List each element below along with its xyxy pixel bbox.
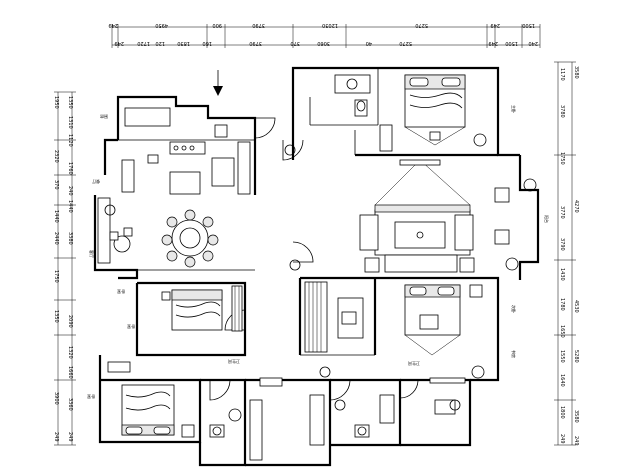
room-label-1: 厨房 bbox=[100, 114, 108, 120]
room-label-2: 主卧 bbox=[511, 105, 517, 113]
dim-top-inner-12: 1500 bbox=[505, 40, 518, 46]
dim-right-inner-6: 1430 bbox=[559, 268, 565, 281]
room-label-9: 卫生间 bbox=[228, 359, 240, 365]
living-room-furniture bbox=[359, 159, 475, 273]
kitchen-furniture bbox=[121, 107, 251, 195]
dim-top-1: 249 bbox=[108, 22, 118, 28]
dim-right-6: 249 bbox=[573, 436, 579, 446]
bedroom-bottom-furniture bbox=[107, 361, 195, 438]
bedroom-right-furniture bbox=[404, 284, 485, 384]
doors bbox=[209, 117, 419, 401]
dim-top-4: 3790 bbox=[252, 22, 265, 28]
dim-left-9: 249 bbox=[53, 432, 59, 442]
dim-right-4: 5280 bbox=[573, 350, 579, 363]
dim-right-inner-11: 1800 bbox=[559, 406, 565, 419]
dim-top-3: 900 bbox=[212, 22, 222, 28]
bathroom-fixtures bbox=[209, 377, 456, 461]
dim-right-2: 4270 bbox=[573, 200, 579, 213]
dim-left-inner-2: 1310 bbox=[67, 116, 73, 129]
plant-icon bbox=[284, 144, 461, 411]
dim-top-7: 249 bbox=[490, 22, 500, 28]
dim-right-inner-8: 1650 bbox=[559, 325, 565, 338]
wardrobes bbox=[231, 281, 364, 353]
room-label-10: 卫生间 bbox=[408, 361, 420, 367]
dim-right-inner-3: 1750 bbox=[559, 152, 565, 165]
dim-left-inner-11: 3360 bbox=[67, 398, 73, 411]
dim-top-inner-9: 40 bbox=[366, 40, 372, 46]
dim-right-inner-12: 249 bbox=[559, 434, 565, 444]
dim-left-inner-10: 1660 bbox=[67, 366, 73, 379]
dim-right-inner-2: 3780 bbox=[559, 105, 565, 118]
dim-top-inner-1: 249 bbox=[114, 40, 124, 46]
interior-partitions bbox=[118, 68, 379, 356]
master-bath-fixtures bbox=[334, 74, 371, 117]
dim-right-inner-10: 1640 bbox=[559, 374, 565, 387]
dim-top-inner-7: 370 bbox=[290, 40, 300, 46]
dimension-labels-left: 1950 2320 370 1440 2440 1750 1350 3900 2… bbox=[53, 96, 73, 442]
dim-left-inner-5: 240 bbox=[67, 186, 73, 196]
dim-top-inner-8: 3060 bbox=[317, 40, 330, 46]
room-label-5: 客厅 bbox=[89, 250, 95, 258]
dimension-labels-right: 3580 4270 4530 5280 3580 249 1170 3780 1… bbox=[559, 66, 579, 446]
room-label-4: 餐厅 bbox=[92, 179, 100, 185]
master-bedroom-furniture bbox=[379, 74, 487, 152]
dim-right-inner-7: 1780 bbox=[559, 298, 565, 311]
dim-left-inner-7: 3380 bbox=[67, 232, 73, 245]
dim-left-inner-8: 2090 bbox=[67, 315, 73, 328]
dining-table bbox=[161, 209, 219, 268]
room-label-3: 阳台 bbox=[544, 215, 550, 223]
dim-left-8: 3900 bbox=[53, 392, 59, 405]
dim-left-inner-6: 1440 bbox=[67, 200, 73, 213]
room-label-8: 卧室 bbox=[87, 394, 95, 400]
dim-right-3: 4530 bbox=[573, 300, 579, 313]
dim-left-inner-9: 1320 bbox=[67, 346, 73, 359]
room-label-12: 书房 bbox=[511, 350, 517, 358]
dim-left-inner-3: 1120 bbox=[67, 134, 73, 147]
dim-left-3: 370 bbox=[53, 180, 59, 190]
dim-top-inner-2: 1720 bbox=[137, 40, 150, 46]
dim-right-5: 3580 bbox=[573, 410, 579, 423]
dim-top-8: 1500 bbox=[522, 22, 535, 28]
dim-right-inner-4: 3770 bbox=[559, 206, 565, 219]
dim-top-inner-4: 1830 bbox=[177, 40, 190, 46]
dim-left-1: 1950 bbox=[53, 96, 59, 109]
dim-left-5: 2440 bbox=[53, 232, 59, 245]
dim-top-inner-5: 160 bbox=[202, 40, 212, 46]
dim-right-inner-5: 3790 bbox=[559, 238, 565, 251]
entrance-arrow-icon bbox=[213, 70, 223, 96]
dim-left-2: 2320 bbox=[53, 150, 59, 163]
dimension-lines bbox=[54, 24, 576, 446]
dimension-labels-top: 249 4950 900 3790 12030 5270 249 1500 24… bbox=[108, 22, 538, 46]
dim-right-inner-9: 1550 bbox=[559, 350, 565, 363]
dim-left-4: 1440 bbox=[53, 210, 59, 223]
dim-left-6: 1750 bbox=[53, 270, 59, 283]
dim-top-inner-11: 249 bbox=[488, 40, 498, 46]
dim-left-7: 1350 bbox=[53, 310, 59, 323]
room-label-6: 卧室 bbox=[127, 324, 135, 330]
dim-top-5: 12030 bbox=[322, 22, 338, 28]
dim-right-inner-1: 1170 bbox=[559, 68, 565, 81]
room-label-7: 次卧 bbox=[511, 305, 517, 313]
room-labels: 厨房 主卧 阳台 餐厅 客厅 卧室 次卧 卧室 卫生间 卫生间 卧室 书房 bbox=[87, 105, 550, 400]
dim-left-inner-4: 1760 bbox=[67, 162, 73, 175]
dim-top-inner-13: 240 bbox=[528, 40, 538, 46]
bedroom-left-furniture bbox=[161, 289, 223, 331]
dim-right-1: 3580 bbox=[573, 66, 579, 79]
dim-top-6: 5270 bbox=[415, 22, 428, 28]
balcony-right-furniture bbox=[494, 178, 537, 271]
balcony-left-furniture bbox=[97, 197, 133, 264]
dim-top-inner-6: 3790 bbox=[249, 40, 262, 46]
dim-top-inner-3: 120 bbox=[155, 40, 165, 46]
dim-top-inner-10: 5270 bbox=[399, 40, 412, 46]
dim-left-inner-1: 1350 bbox=[67, 96, 73, 109]
dim-top-2: 4950 bbox=[155, 22, 168, 28]
room-label-11: 卧室 bbox=[117, 289, 125, 295]
dim-left-inner-12: 249 bbox=[67, 432, 73, 442]
